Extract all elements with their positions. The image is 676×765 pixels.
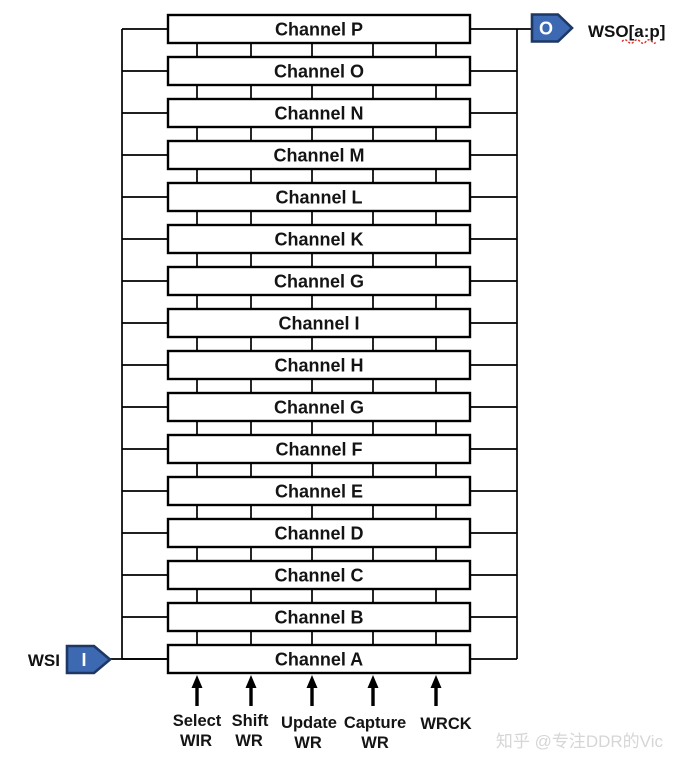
channel-rect [166, 643, 472, 675]
channel-label: Channel B [274, 608, 363, 628]
control-arrow-shift-wr [245, 675, 257, 706]
channel-box: Channel C [166, 559, 472, 591]
channel-box: Channel E [166, 475, 472, 507]
channel-rect [166, 55, 472, 87]
signal-label-line1: Capture [344, 714, 406, 732]
channel-rect [166, 391, 472, 423]
channel-rect [166, 559, 472, 591]
channel-right-stubs [470, 28, 532, 660]
control-signal-labels: Select WIR Shift WR Update WR Capture WR… [173, 712, 472, 752]
channel-box: Channel M [166, 139, 472, 171]
channel-label: Channel N [274, 104, 363, 124]
channel-rect [166, 265, 472, 297]
channel-label: Channel P [275, 20, 363, 40]
channel-label: Channel I [278, 314, 359, 334]
channel-label: Channel M [273, 146, 364, 166]
channel-box: Channel B [166, 601, 472, 633]
channel-rect [166, 139, 472, 171]
spellcheck-squiggle [621, 39, 657, 44]
wso-label: WSO[a:p] [588, 22, 665, 41]
wsi-port-pentagon-icon [65, 644, 113, 675]
channel-label: Channel G [274, 272, 364, 292]
channel-rect [166, 349, 472, 381]
signal-label-line1: Update [281, 714, 337, 732]
channel-box: Channel K [166, 223, 472, 255]
control-arrow-update-wr [306, 675, 318, 706]
channel-label: Channel H [274, 356, 363, 376]
signal-label-line2: WR [294, 734, 322, 752]
signal-label-line2: WR [361, 734, 389, 752]
signal-label-line2: WR [235, 732, 263, 750]
arrow-up-icon [430, 675, 442, 688]
channel-box: Channel F [166, 433, 472, 465]
signal-label-line1: Select [173, 712, 222, 730]
channel-rect [166, 517, 472, 549]
channel-box: Channel H [166, 349, 472, 381]
channel-label: Channel E [275, 482, 363, 502]
channel-label: Channel K [274, 230, 363, 250]
channel-label: Channel A [275, 650, 363, 670]
channel-label: Channel D [274, 524, 363, 544]
channel-left-stubs [122, 28, 168, 660]
control-arrow-select-wir [191, 675, 203, 706]
control-arrow-wrck [430, 675, 442, 706]
arrow-up-icon [367, 675, 379, 688]
channel-rect [166, 307, 472, 339]
channel-box: Channel N [166, 97, 472, 129]
signal-label-line2: WIR [180, 732, 212, 750]
channel-label: Channel L [275, 188, 362, 208]
watermark: 知乎 @专注DDR的Vic [496, 732, 664, 751]
channel-box: Channel D [166, 517, 472, 549]
channel-label: Channel C [274, 566, 363, 586]
channel-box: Channel A [166, 643, 472, 675]
wso-port-pentagon-icon [530, 13, 574, 43]
signal-label-line1: WRCK [420, 715, 471, 733]
arrow-up-icon [245, 675, 257, 688]
arrow-up-icon [191, 675, 203, 688]
signal-label-line1: Shift [232, 712, 269, 730]
control-signal-arrows [191, 675, 442, 706]
channel-box: Channel L [166, 181, 472, 213]
channel-rect [166, 433, 472, 465]
channel-box: Channel P [166, 13, 472, 45]
channel-box: Channel I [166, 307, 472, 339]
wsi-label: WSI [28, 651, 60, 670]
wso-port-letter: O [539, 19, 553, 39]
channel-rect [166, 97, 472, 129]
arrow-up-icon [306, 675, 318, 688]
channel-rect [166, 223, 472, 255]
channel-box: Channel G [166, 391, 472, 423]
channel-rect [166, 601, 472, 633]
wso-output-port: O WSO[a:p] [530, 13, 665, 44]
channel-label: Channel G [274, 398, 364, 418]
wsi-port-letter: I [81, 650, 86, 670]
channel-label: Channel O [274, 62, 364, 82]
channel-rect [166, 13, 472, 45]
channel-rect [166, 181, 472, 213]
wsi-input-port: I WSI [28, 644, 113, 675]
channel-label: Channel F [275, 440, 362, 460]
channel-box: Channel G [166, 265, 472, 297]
channel-rect [166, 475, 472, 507]
channel-box: Channel O [166, 55, 472, 87]
control-arrow-capture-wr [367, 675, 379, 706]
